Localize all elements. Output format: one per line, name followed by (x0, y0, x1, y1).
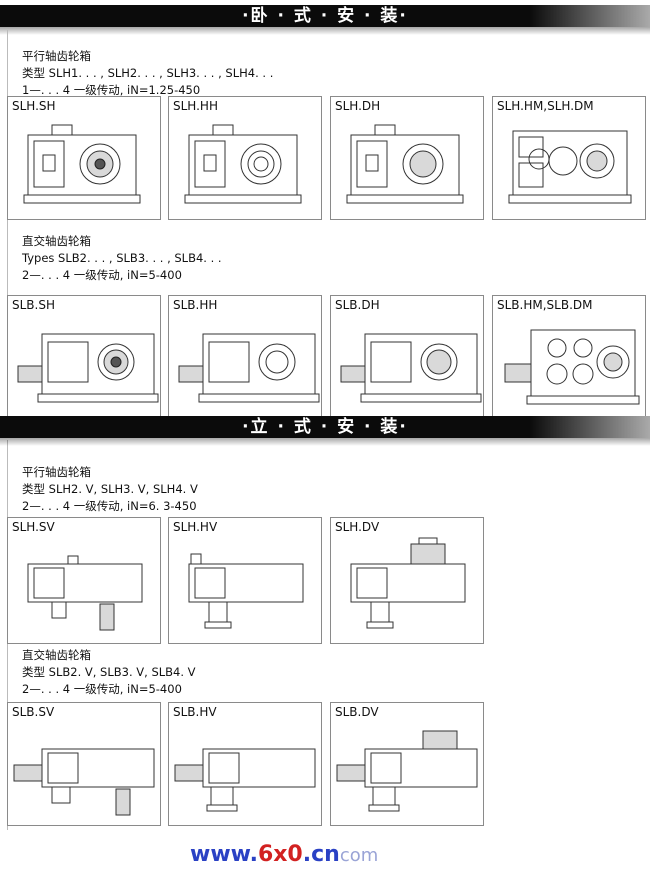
panel-label: SLH.HH (173, 99, 218, 113)
gearbox-drawing (350, 537, 466, 629)
diagram-panel: SLH.DH (330, 96, 484, 220)
diagram-panel: SLB.SH (7, 295, 161, 417)
section-header-slb-horizontal: 直交轴齿轮箱 Types SLB2. . . , SLB3. . . , SLB… (22, 233, 222, 284)
gearbox-drawing (188, 553, 304, 629)
diagram-panel: SLB.HV (168, 702, 322, 826)
diagram-panel: SLH.HH (168, 96, 322, 220)
gearbox-drawing (27, 555, 143, 631)
gearbox-drawing (504, 329, 640, 405)
section-header-slh-horizontal: 平行轴齿轮箱 类型 SLH1. . . , SLH2. . . , SLH3. … (22, 48, 273, 99)
panel-label: SLB.HV (173, 705, 217, 719)
vertical-mounting-banner: ·立 · 式 · 安 · 装· (0, 416, 650, 446)
panel-label: SLH.SV (12, 520, 55, 534)
diagram-panel: SLB.HM,SLB.DM (492, 295, 646, 417)
section-ratio: 2—. . . 4 一级传动, iN=5-400 (22, 268, 182, 282)
gearbox-drawing (23, 124, 141, 204)
diagram-panel: SLH.HM,SLH.DM (492, 96, 646, 220)
diagram-panel: SLH.SH (7, 96, 161, 220)
section-title: 直交轴齿轮箱 (22, 234, 91, 248)
horizontal-section (7, 30, 650, 415)
gearbox-drawing (17, 333, 159, 403)
diagram-panel: SLB.DH (330, 295, 484, 417)
diagram-panel: SLB.HH (168, 295, 322, 417)
diagram-panel: SLB.SV (7, 702, 161, 826)
gearbox-drawing (336, 730, 478, 812)
gearbox-drawing (178, 333, 320, 403)
panel-label: SLB.HH (173, 298, 218, 312)
section-title: 平行轴齿轮箱 (22, 465, 91, 479)
section-header-slh-vertical: 平行轴齿轮箱 类型 SLH2. V, SLH3. V, SLH4. V 2—. … (22, 464, 198, 515)
panel-label: SLB.SH (12, 298, 55, 312)
panel-label: SLB.DV (335, 705, 379, 719)
watermark-main: 6x0 (257, 842, 303, 867)
horizontal-mounting-banner: ·卧 · 式 · 安 · 装· (0, 5, 650, 35)
section-title: 直交轴齿轮箱 (22, 648, 91, 662)
panel-label: SLH.DH (335, 99, 381, 113)
panel-label: SLB.SV (12, 705, 55, 719)
section-title: 平行轴齿轮箱 (22, 49, 91, 63)
watermark-tail: com (339, 845, 379, 866)
diagram-panel: SLH.DV (330, 517, 484, 644)
diagram-panel: SLB.DV (330, 702, 484, 826)
gearbox-drawing (340, 333, 482, 403)
section-header-slb-vertical: 直交轴齿轮箱 类型 SLB2. V, SLB3. V, SLB4. V 2—. … (22, 647, 196, 698)
section-types: 类型 SLH2. V, SLH3. V, SLH4. V (22, 482, 198, 496)
watermark-suffix: .cn (302, 842, 340, 867)
panel-label: SLH.SH (12, 99, 56, 113)
gearbox-drawing (508, 130, 632, 204)
panel-label: SLB.HM,SLB.DM (497, 298, 593, 312)
diagram-panel: SLH.SV (7, 517, 161, 644)
diagram-panel: SLH.HV (168, 517, 322, 644)
gearbox-drawing (174, 748, 316, 812)
panel-label: SLH.DV (335, 520, 380, 534)
section-ratio: 2—. . . 4 一级传动, iN=6. 3-450 (22, 499, 197, 513)
panel-label: SLB.DH (335, 298, 380, 312)
section-ratio: 2—. . . 4 一级传动, iN=5-400 (22, 682, 182, 696)
section-types: 类型 SLB2. V, SLB3. V, SLB4. V (22, 665, 196, 679)
gearbox-drawing (346, 124, 464, 204)
section-ratio: 1—. . . 4 一级传动, iN=1.25-450 (22, 83, 201, 97)
site-watermark: www.6x0.cncom (190, 842, 378, 867)
panel-label: SLH.HM,SLH.DM (497, 99, 594, 113)
gearbox-drawing (13, 748, 155, 816)
section-types: Types SLB2. . . , SLB3. . . , SLB4. . . (22, 251, 222, 265)
footer (0, 838, 650, 873)
section-types: 类型 SLH1. . . , SLH2. . . , SLH3. . . , S… (22, 66, 274, 80)
panel-label: SLH.HV (173, 520, 218, 534)
gearbox-drawing (184, 124, 302, 204)
watermark-prefix: www. (190, 842, 258, 867)
